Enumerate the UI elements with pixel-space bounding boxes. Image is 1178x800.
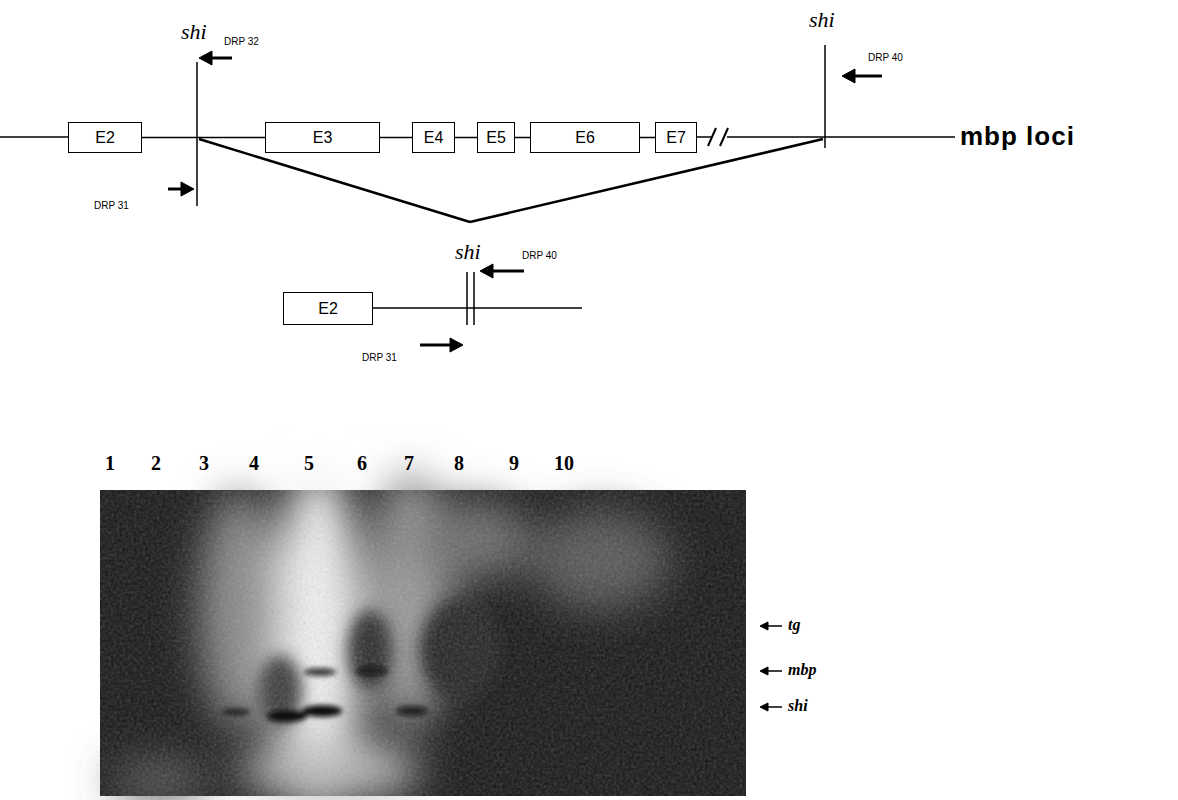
break-mark (708, 128, 716, 146)
exon-box: E5 (477, 122, 515, 153)
band-arrow (760, 622, 782, 630)
lane-number: 4 (249, 452, 259, 474)
exon-box: E2 (68, 122, 142, 153)
exon-box: E7 (655, 122, 697, 153)
band-label: shi (788, 697, 808, 715)
primer-arrow (420, 338, 463, 352)
lane-number: 7 (404, 452, 414, 474)
exon-label: E5 (486, 129, 506, 147)
lane-number: 2 (151, 452, 161, 474)
breakpoint-line (473, 272, 475, 325)
lane-number: 10 (554, 452, 574, 474)
band-arrow (760, 703, 782, 711)
primer-arrow (199, 51, 232, 65)
lane-number: 5 (304, 452, 314, 474)
exon-box: E4 (412, 122, 455, 153)
locus-name: mbp loci (960, 122, 1075, 151)
gene-line (727, 136, 955, 138)
lane-number: 3 (199, 452, 209, 474)
primer-label: DRP 32 (224, 36, 259, 47)
primer-arrow (168, 182, 194, 196)
breakpoint-label: shi (455, 240, 481, 264)
exon-box: E6 (530, 122, 640, 153)
lane-number: 1 (105, 452, 115, 474)
exon-label: E2 (95, 129, 115, 147)
primer-arrow (480, 264, 524, 278)
breakpoint-line (824, 45, 826, 148)
primer-label: DRP 40 (522, 250, 557, 261)
exon-box: E2 (283, 292, 373, 325)
break-mark (720, 128, 728, 146)
breakpoint-label: shi (181, 20, 207, 44)
exon-box: E3 (265, 122, 380, 153)
gene-line (380, 137, 412, 138)
breakpoint-label: shi (809, 8, 835, 32)
band-label: tg (788, 616, 800, 634)
exon-label: E4 (424, 129, 444, 147)
gene-line (0, 136, 68, 138)
breakpoint-line (466, 272, 468, 325)
exon-label: E6 (575, 129, 595, 147)
primer-label: DRP 40 (868, 52, 903, 63)
gene-line (640, 137, 655, 138)
primer-arrow (842, 69, 882, 83)
band-label: mbp (788, 661, 816, 679)
exon-label: E2 (318, 300, 338, 318)
gel-image (100, 465, 746, 800)
gene-line (455, 137, 477, 138)
gene-line (697, 136, 712, 138)
lane-number: 8 (454, 452, 464, 474)
band-arrow (760, 667, 782, 675)
primer-label: DRP 31 (362, 352, 397, 363)
primer-label: DRP 31 (94, 200, 129, 211)
gene-line (142, 137, 265, 138)
gene-line (515, 137, 530, 138)
lane-number: 6 (357, 452, 367, 474)
exon-label: E3 (313, 129, 333, 147)
lane-number: 9 (509, 452, 519, 474)
deletion-line (470, 139, 823, 222)
exon-label: E7 (666, 129, 686, 147)
gene-line (373, 307, 582, 309)
breakpoint-line (196, 62, 198, 206)
